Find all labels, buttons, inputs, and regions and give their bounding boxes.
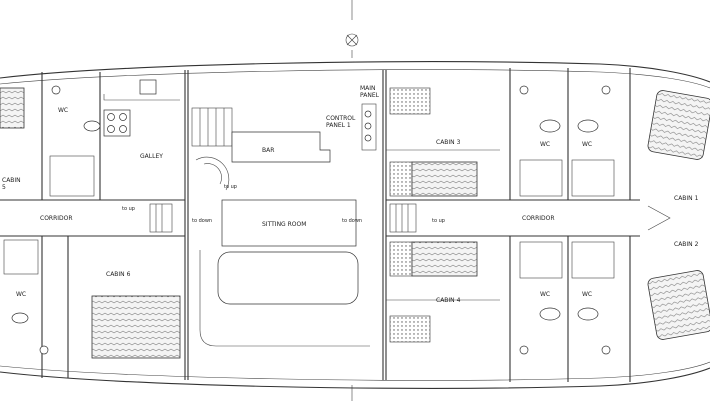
shower-fwd-3 xyxy=(519,241,563,279)
label-cabin-2: CABIN 2 xyxy=(674,241,699,248)
bar-counter xyxy=(231,131,331,163)
label-to-down-right: to down xyxy=(342,218,362,224)
basin-fwd-1 xyxy=(519,85,529,95)
settee xyxy=(199,250,370,347)
stove xyxy=(103,109,131,137)
label-sitting-room: SITTING ROOM xyxy=(262,221,306,228)
label-wc-fwd-3: WC xyxy=(540,291,550,298)
label-bar: BAR xyxy=(262,147,274,154)
sitting-table xyxy=(221,199,357,247)
shower-fwd-1 xyxy=(519,159,563,197)
shower-aft-2 xyxy=(3,239,39,275)
sofa xyxy=(217,251,359,305)
beds xyxy=(0,87,710,359)
basin-fwd-2 xyxy=(601,85,611,95)
main-panel xyxy=(361,103,377,151)
spiral-stair xyxy=(195,156,230,191)
label-wc-fwd-1: WC xyxy=(540,141,550,148)
bed-cabin-3 xyxy=(389,87,431,115)
bulkheads xyxy=(0,68,640,382)
bed-cabin-4b xyxy=(389,241,413,277)
saloon xyxy=(191,103,377,347)
panel-knob-3 xyxy=(364,134,372,142)
stair-fwd xyxy=(191,107,233,147)
galley-sink xyxy=(139,79,157,95)
shower-fwd-4 xyxy=(571,241,615,279)
basin-fwd-4 xyxy=(601,345,611,355)
toilet-fwd-3 xyxy=(539,307,561,321)
galley xyxy=(103,79,180,137)
bed-cabin-3b xyxy=(389,161,413,197)
basin-fwd-3 xyxy=(519,345,529,355)
panel-knob-1 xyxy=(364,110,372,118)
label-wc-fwd-2: WC xyxy=(582,141,592,148)
basin-aft-bottom xyxy=(39,345,49,355)
toilet-fwd-2 xyxy=(577,119,599,133)
label-corridor-fwd: CORRIDOR xyxy=(522,215,555,222)
toilet-fwd-1 xyxy=(539,119,561,133)
toilet-aft-top xyxy=(83,120,101,132)
toilet-aft-bottom xyxy=(11,312,29,324)
bed-cabin-4 xyxy=(389,315,431,343)
label-to-up-aft: to up xyxy=(122,206,135,212)
label-wc-aft-top: WC xyxy=(58,107,68,114)
label-to-down-left: to down xyxy=(192,218,212,224)
label-cabin-6: CABIN 6 xyxy=(106,271,131,278)
hull-outline xyxy=(0,61,710,389)
toilet-fwd-4 xyxy=(577,307,599,321)
label-galley: GALLEY xyxy=(140,153,163,160)
shower-fwd-2 xyxy=(571,159,615,197)
label-to-up-stair: to up xyxy=(224,184,237,190)
corridor-stairs xyxy=(149,203,671,233)
label-corridor-aft: CORRIDOR xyxy=(40,215,73,222)
panel-knob-2 xyxy=(364,122,372,130)
label-cabin-4: CABIN 4 xyxy=(436,297,461,304)
basin-aft-top xyxy=(51,85,61,95)
label-wc-aft-bottom: WC xyxy=(16,291,26,298)
label-wc-fwd-4: WC xyxy=(582,291,592,298)
label-to-up-fwd: to up xyxy=(432,218,445,224)
wc-fixtures xyxy=(3,85,615,355)
shower-aft-1 xyxy=(49,155,95,197)
label-cabin-3: CABIN 3 xyxy=(436,139,461,146)
label-cabin-1: CABIN 1 xyxy=(674,195,699,202)
